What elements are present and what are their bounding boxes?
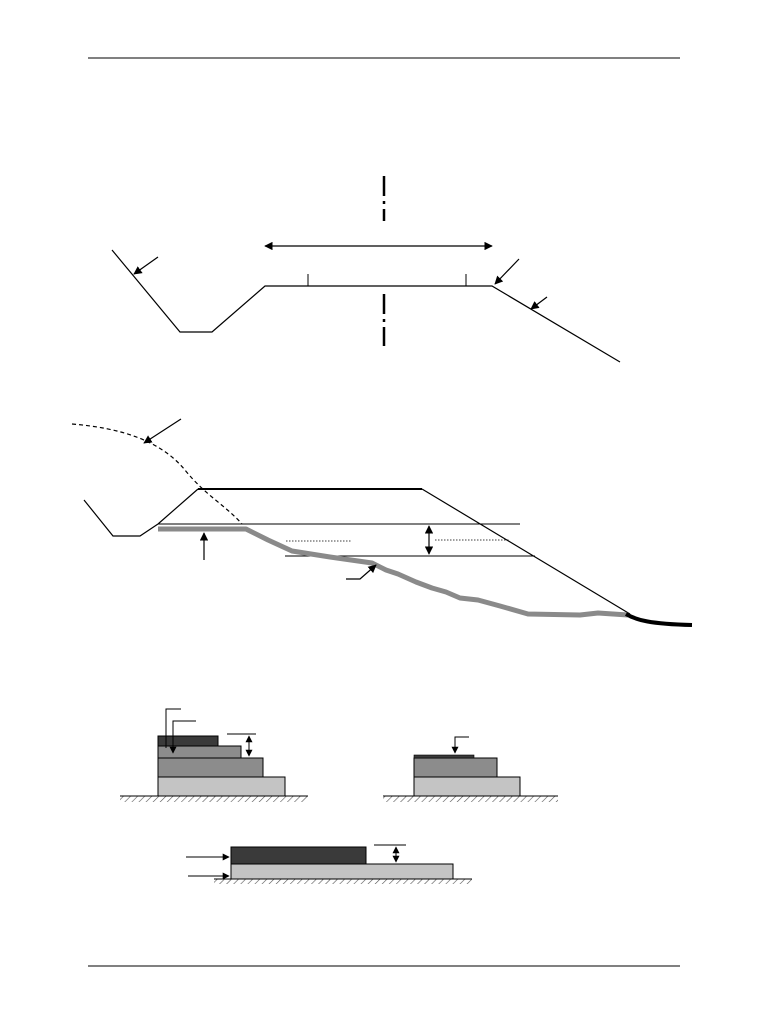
stack-c-top-layer	[230, 846, 367, 865]
embankment-on-slope-figure	[71, 418, 693, 627]
layer-stack-diagrams-figure	[120, 708, 558, 884]
stack-a-layer-2	[157, 757, 264, 778]
road-cross-section-figure	[111, 176, 621, 363]
cut-slope-leader-arrow	[133, 256, 159, 275]
stack-a-layer-4-top	[157, 735, 219, 747]
shoulder-edge-leader-arrow	[494, 258, 520, 285]
stack-c-hatched-base	[214, 879, 472, 884]
stack-a-layer-3	[157, 745, 242, 759]
stack-a-leader-inner	[169, 720, 196, 754]
stack-c-base-layer	[230, 863, 454, 880]
embankment-fill-slope	[421, 488, 631, 615]
layer-stack-c	[186, 844, 472, 884]
stack-a-leader-outer	[165, 708, 181, 748]
stack-b-layer-1	[413, 776, 521, 797]
stack-a-layer-1	[157, 776, 286, 797]
layer-stack-b	[383, 736, 558, 802]
stack-b-layer-2	[413, 757, 498, 778]
embankment-left-slope	[157, 488, 199, 525]
stack-b-hatched-base	[383, 796, 558, 802]
original-ground-dashed-curve	[71, 423, 243, 525]
ditch-profile	[83, 499, 159, 537]
fill-slope-leader-arrow	[530, 296, 548, 310]
stack-b-leader-arrow	[451, 736, 469, 754]
cross-section-profile	[111, 249, 621, 363]
stack-b-thin-top-layer	[413, 754, 475, 759]
natural-ground-extension	[624, 612, 693, 627]
stack-a-hatched-base	[120, 796, 308, 802]
ground-line-leader-arrow	[346, 564, 377, 580]
original-ground-leader-arrow	[143, 418, 182, 444]
layer-stack-a	[120, 708, 308, 802]
existing-ground-line	[158, 526, 629, 618]
